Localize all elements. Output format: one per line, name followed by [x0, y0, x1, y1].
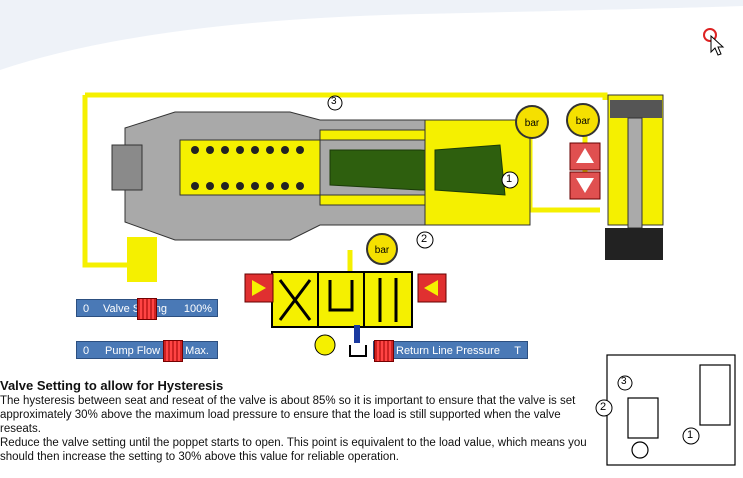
pump-flow-label: Pump Flow — [105, 345, 161, 357]
schematic-port-3: 3 — [621, 376, 627, 387]
pump-symbol — [314, 334, 336, 356]
pipe-block — [127, 237, 157, 282]
pump-flow-slider[interactable]: 0 Pump Flow Max. — [76, 340, 218, 362]
adjust-screw — [111, 144, 143, 191]
load-weight — [605, 228, 663, 260]
return-line-max: T — [514, 345, 521, 357]
description-paragraph-1: The hysteresis between seat and reseat o… — [0, 395, 576, 435]
port-label-2: 2 — [421, 233, 428, 245]
gauge-unit: bar — [374, 245, 390, 256]
relief-valve-body — [111, 111, 531, 241]
valve-setting-handle[interactable] — [137, 298, 157, 320]
port-label-1: 1 — [506, 173, 513, 185]
header-swoosh — [0, 0, 743, 70]
schematic-port-1: 1 — [687, 429, 694, 441]
valve-setting-max: 100% — [183, 303, 212, 315]
solenoid-right — [417, 273, 447, 303]
port-label-3: 3 — [331, 96, 337, 107]
mouse-cursor-icon — [703, 28, 725, 56]
valve-setting-label: Valve Setting — [103, 303, 168, 315]
pump-flow-min: 0 — [83, 345, 90, 357]
spring-coils — [191, 146, 304, 190]
description-title: Valve Setting to allow for Hysteresis — [0, 378, 224, 393]
pump-flow-handle[interactable] — [163, 340, 183, 362]
description-panel: Valve Setting to allow for Hysteresis Th… — [0, 379, 590, 464]
load-cylinder — [605, 94, 664, 260]
return-line-slider[interactable]: Return Line Pressure T — [373, 340, 528, 362]
pump-flow-max: Max. — [185, 345, 209, 357]
pressure-gauge-2: bar — [566, 103, 600, 137]
cylinder-arrow-buttons — [569, 142, 601, 200]
tank-symbol — [349, 345, 367, 357]
directional-valve — [244, 271, 447, 328]
valve-setting-min: 0 — [83, 303, 90, 315]
schematic-diagram — [606, 354, 736, 466]
pressure-gauge-1: bar — [515, 105, 549, 139]
gauge-unit: bar — [575, 116, 591, 127]
port-markers — [327, 95, 700, 445]
gauge-unit: bar — [524, 118, 540, 129]
return-line-handle[interactable] — [374, 340, 394, 362]
schematic-port-2: 2 — [600, 401, 607, 413]
description-paragraph-2: Reduce the valve setting until the poppe… — [0, 437, 587, 463]
valve-setting-slider[interactable]: 0 Valve Setting 100% — [76, 298, 218, 320]
return-line-label: Return Line Pressure — [396, 345, 500, 357]
pressure-gauge-3: bar — [366, 233, 398, 265]
